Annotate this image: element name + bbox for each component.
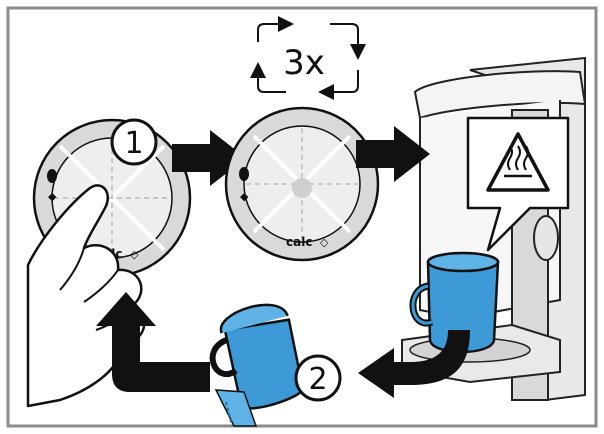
coffee-bean-icon: [239, 167, 249, 181]
hot-surface-warning-callout: [466, 116, 570, 252]
arrow-return-from-machine: [358, 330, 470, 398]
step-2-badge: 2: [294, 354, 342, 402]
repeat-count-label: 3x: [283, 43, 325, 83]
step-2-number: 2: [308, 362, 327, 397]
dial-calc-diamond: ◇: [130, 248, 139, 261]
dial-diamond: ◆: [48, 190, 57, 203]
step-1-number: 1: [124, 126, 143, 161]
coffee-bean-icon: [47, 169, 57, 183]
dial-2-calc-diamond: ◇: [320, 236, 329, 249]
rotate-arrows-icon: [250, 16, 366, 100]
arrow-return-to-start: [96, 292, 210, 392]
dial-2-calc-label: calc: [286, 235, 312, 249]
step-1-badge: 1: [110, 118, 158, 166]
dial-2-diamond: ◆: [240, 190, 249, 203]
repeat-indicator: 3x: [250, 16, 366, 100]
arrow-right-2: [356, 126, 430, 182]
dial-released: ◆ calc ◇: [224, 106, 380, 262]
hot-surface-warning-icon: [486, 132, 550, 192]
